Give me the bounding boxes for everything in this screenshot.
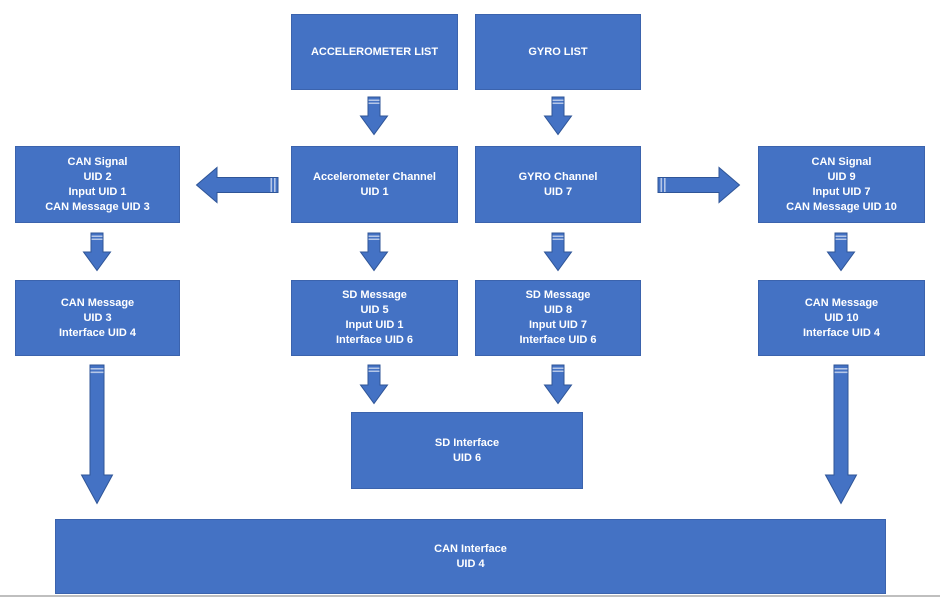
node-label: GYRO Channel [518, 170, 598, 183]
node-sd-message-8: SD Message UID 8 Input UID 7 Interface U… [475, 280, 641, 356]
node-label: GYRO LIST [528, 45, 588, 58]
node-label: UID 2 [83, 170, 112, 183]
node-gyro-list: GYRO LIST [475, 14, 641, 90]
node-label: Interface UID 6 [335, 334, 414, 346]
node-sd-interface: SD Interface UID 6 [351, 412, 583, 489]
down-arrow-sd-message-8-to-sd-interface [543, 364, 573, 405]
node-label: UID 3 [83, 311, 112, 324]
node-label: SD Message [342, 289, 407, 301]
node-label: CAN Interface [434, 542, 507, 555]
node-label: CAN Signal [67, 155, 128, 168]
node-label: CAN Message UID 10 [786, 200, 897, 213]
node-can-message-10: CAN Message UID 10 Interface UID 4 [758, 280, 925, 356]
node-label: Input UID 1 [345, 319, 404, 331]
down-arrow-can-message-10-to-can-interface [824, 364, 858, 505]
node-label: CAN Message UID 3 [45, 200, 150, 213]
node-can-signal-9: CAN Signal UID 9 Input UID 7 CAN Message… [758, 146, 925, 223]
down-arrow-accelerometer-channel-to-sd-message-5 [359, 232, 389, 272]
node-label: UID 8 [543, 304, 573, 316]
node-label: UID 4 [456, 557, 485, 570]
down-arrow-can-signal-2-to-can-message-3 [82, 232, 112, 272]
node-label: UID 5 [360, 304, 389, 316]
node-label: CAN Message [804, 296, 879, 309]
down-arrow-sd-message-5-to-sd-interface [359, 364, 389, 405]
node-label: SD Message [525, 289, 591, 301]
node-label: Input UID 7 [528, 319, 588, 331]
node-sd-message-5: SD Message UID 5 Input UID 1 Interface U… [291, 280, 458, 356]
node-accelerometer-channel: Accelerometer Channel UID 1 [291, 146, 458, 223]
node-label: CAN Signal [811, 155, 872, 168]
node-can-message-3: CAN Message UID 3 Interface UID 4 [15, 280, 180, 356]
node-label: UID 9 [827, 170, 856, 183]
down-arrow-can-message-3-to-can-interface [80, 364, 114, 505]
right-arrow-channel-to-can-signal-9 [657, 166, 741, 204]
node-label: CAN Message [60, 296, 135, 309]
left-arrow-channel-to-can-signal-2 [195, 166, 279, 204]
node-label: SD Interface [434, 436, 500, 449]
node-can-interface: CAN Interface UID 4 [55, 519, 886, 594]
node-label: Interface UID 6 [519, 334, 597, 346]
node-label: Accelerometer Channel [313, 170, 436, 183]
node-label: Interface UID 4 [802, 326, 881, 339]
down-arrow-can-signal-9-to-can-message-10 [826, 232, 856, 272]
node-label: ACCELEROMETER LIST [310, 45, 439, 58]
node-label: UID 10 [824, 311, 859, 324]
bottom-edge-divider [0, 595, 940, 597]
node-label: Input UID 1 [68, 185, 127, 198]
down-arrow-accelerometer-list-to-channel [359, 96, 389, 136]
node-can-signal-2: CAN Signal UID 2 Input UID 1 CAN Message… [15, 146, 180, 223]
down-arrow-gyro-channel-to-sd-message-8 [543, 232, 573, 272]
node-label: UID 7 [543, 185, 573, 198]
node-label: Interface UID 4 [58, 326, 137, 339]
node-label: Input UID 7 [812, 185, 871, 198]
node-accelerometer-list: ACCELEROMETER LIST [291, 14, 458, 90]
node-label: UID 6 [452, 451, 482, 464]
down-arrow-gyro-list-to-channel [543, 96, 573, 136]
node-gyro-channel: GYRO Channel UID 7 [475, 146, 641, 223]
node-label: UID 1 [360, 185, 389, 198]
